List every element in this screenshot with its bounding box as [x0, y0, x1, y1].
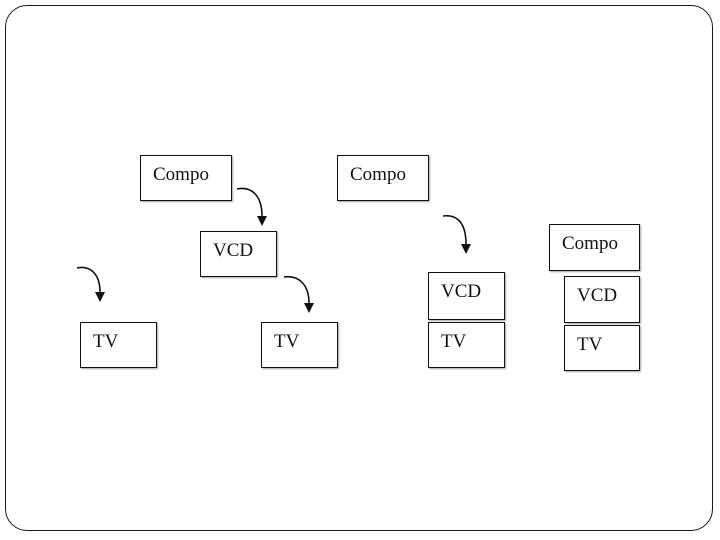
vcd-box-1-label: VCD: [213, 240, 254, 261]
vcd-box-3-label: VCD: [577, 285, 618, 306]
compo-box-3: Compo: [549, 224, 640, 271]
compo-box-1: Compo: [140, 155, 232, 201]
tv-box-2: TV: [261, 322, 338, 368]
compo-box-2-label: Compo: [350, 164, 406, 185]
arrow-into-stack: [442, 215, 471, 254]
vcd-box-2-label: VCD: [441, 281, 482, 302]
compo-box-2: Compo: [337, 155, 429, 201]
tv-box-3-label: TV: [441, 331, 467, 352]
tv-box-4-label: TV: [577, 334, 603, 355]
compo-box-3-label: Compo: [562, 233, 618, 254]
tv-box-4: TV: [564, 325, 640, 371]
vcd-box-2: VCD: [428, 272, 505, 320]
vcd-box-3: VCD: [564, 276, 640, 323]
arrow-vcd-to-tv: [283, 276, 314, 313]
compo-box-1-label: Compo: [153, 164, 209, 185]
arrow-into-tv-left: [76, 266, 105, 302]
tv-box-1: TV: [80, 322, 157, 368]
vcd-box-1: VCD: [200, 231, 277, 277]
tv-box-3: TV: [428, 322, 505, 368]
arrow-compo-to-vcd: [236, 187, 267, 226]
tv-box-1-label: TV: [93, 331, 119, 352]
tv-box-2-label: TV: [274, 331, 300, 352]
